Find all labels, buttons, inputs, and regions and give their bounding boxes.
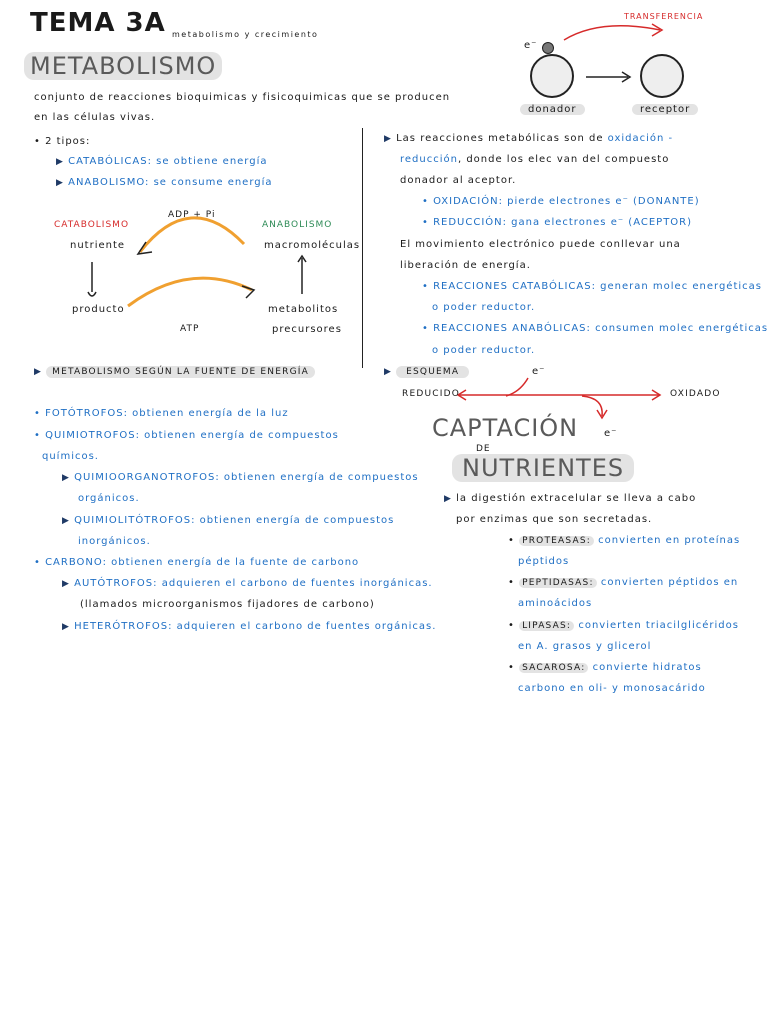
triangle-bullet-icon: ▶ <box>62 473 70 483</box>
definition-line-2: en las células vivas. <box>34 112 156 123</box>
electron-dot <box>542 42 554 54</box>
catabolismo-label: CATABOLISMO <box>54 220 130 230</box>
captacion-de: DE <box>476 444 491 454</box>
oxidacion-item: • OXIDACIÓN: pierde electrones e⁻ (DONAN… <box>422 196 700 207</box>
precursores-label: precursores <box>272 324 342 335</box>
captacion-heading: CAPTACIÓN <box>432 414 579 442</box>
sacarosa-item: • SACAROSA: convierte hidratos <box>508 662 702 673</box>
reduccion-item: • REDUCCIÓN: gana electrones e⁻ (ACEPTOR… <box>422 217 693 228</box>
triangle-bullet-icon: ▶ <box>62 622 70 632</box>
page-subtitle: metabolismo y crecimiento <box>172 30 319 39</box>
nutrientes-heading: NUTRIENTES <box>462 454 625 482</box>
reacciones-anabolicas-item: • REACCIONES ANABÓLICAS: consumen molec … <box>422 323 768 334</box>
column-divider <box>362 128 363 368</box>
fototrofos-item: • FOTÓTROFOS: obtienen energía de la luz <box>34 408 289 419</box>
page-title: TEMA 3A <box>30 8 166 38</box>
catabolicas-item: ▶ CATABÓLICAS: se obtiene energía <box>56 156 268 167</box>
quimioorganotrofos-cont: orgánicos. <box>78 493 140 504</box>
electron-out-arrow <box>581 395 603 417</box>
reducido-label: REDUCIDO <box>402 389 461 399</box>
orange-arc-bottom <box>127 276 253 308</box>
arrow-head-icon <box>136 241 153 255</box>
transferencia-label: TRANSFERENCIA <box>624 12 704 21</box>
triangle-bullet-icon: ▶ <box>56 157 64 167</box>
quimiolitotrofos-item: ▶ QUIMIOLITÓTROFOS: obtienen energía de … <box>62 515 395 526</box>
sacarosa-cont: carbono en oli- y monosacárido <box>518 683 706 694</box>
definition-line-1: conjunto de reacciones bioquimicas y fis… <box>34 92 451 103</box>
reacciones-catabolicas-cont: o poder reductor. <box>432 302 536 313</box>
receptor-circle <box>640 54 684 98</box>
right-arrow-icon <box>621 71 632 83</box>
electron-in-arrow <box>505 377 529 397</box>
donador-label: donador <box>520 104 585 115</box>
down-arrow-icon <box>87 291 97 297</box>
esquema-electron-out: e⁻ <box>604 428 618 439</box>
digestion-line-2: por enzimas que son secretadas. <box>456 514 653 525</box>
reacciones-anabolicas-cont: o poder reductor. <box>432 345 536 356</box>
triangle-bullet-icon: ▶ <box>384 134 392 144</box>
digestion-line-1: ▶ la digestión extracelular se lleva a c… <box>444 493 697 504</box>
triangle-bullet-icon: ▶ <box>62 579 70 589</box>
transfer-arrow-icon <box>651 23 664 37</box>
section-heading-metabolismo: METABOLISMO <box>24 52 223 80</box>
esquema-electron-in: e⁻ <box>532 366 546 377</box>
quimiotrofos-item: • QUIMIOTROFOS: obtienen energía de comp… <box>34 430 339 441</box>
down-arrow-icon <box>596 409 608 420</box>
movimiento-line-2: liberación de energía. <box>400 260 531 271</box>
peptidasas-cont: aminoácidos <box>518 598 593 609</box>
nutriente-label: nutriente <box>70 240 126 251</box>
redox-line-3: donador al aceptor. <box>400 175 517 186</box>
electron-label: e⁻ <box>524 40 538 51</box>
redox-line-1: ▶ Las reacciones metabólicas son de oxid… <box>384 133 674 144</box>
tipos-label: • 2 tipos: <box>34 136 91 147</box>
metabolitos-label: metabolitos <box>268 304 339 315</box>
quimiolitotrofos-cont: inorgánicos. <box>78 536 151 547</box>
arrow-head-icon <box>241 285 256 299</box>
triangle-bullet-icon: ▶ <box>34 367 42 377</box>
lipasas-item: • LIPASAS: convierten triacilglicéridos <box>508 620 739 631</box>
reacciones-catabolicas-item: • REACCIONES CATABÓLICAS: generan molec … <box>422 281 762 292</box>
proteasas-cont: péptidos <box>518 556 570 567</box>
triangle-bullet-icon: ▶ <box>384 367 392 377</box>
producto-label: producto <box>72 304 125 315</box>
esquema-heading: ▶ ESQUEMA <box>384 366 470 378</box>
orange-arc-top <box>138 216 246 253</box>
right-arrow-icon <box>651 389 662 401</box>
carbono-item: • CARBONO: obtienen energía de la fuente… <box>34 557 360 568</box>
anabolismo-label: ANABOLISMO <box>262 220 333 230</box>
quimioorganotrofos-item: ▶ QUIMIOORGANOTROFOS: obtienen energía d… <box>62 472 419 483</box>
donor-circle <box>530 54 574 98</box>
peptidasas-item: • PEPTIDASAS: convierten péptidos en <box>508 577 739 588</box>
lipasas-cont: en A. grasos y glicerol <box>518 641 652 652</box>
adp-label: ADP + Pi <box>168 210 216 220</box>
macromoleculas-label: macromoléculas <box>264 240 361 251</box>
triangle-bullet-icon: ▶ <box>444 494 452 504</box>
left-arrow-icon <box>456 389 467 401</box>
section-heading-text: METABOLISMO <box>30 52 217 80</box>
proteasas-item: • PROTEASAS: convierten en proteínas <box>508 535 741 546</box>
up-arrow-icon <box>297 254 307 263</box>
fuente-heading: ▶ METABOLISMO SEGÚN LA FUENTE DE ENERGÍA <box>34 366 315 378</box>
movimiento-line-1: El movimiento electrónico puede conlleva… <box>400 239 681 250</box>
receptor-label: receptor <box>632 104 699 115</box>
transfer-arc <box>563 25 661 41</box>
atp-label: ATP <box>180 324 200 334</box>
autotrofos-item: ▶ AUTÓTROFOS: adquieren el carbono de fu… <box>62 578 433 589</box>
triangle-bullet-icon: ▶ <box>62 516 70 526</box>
oxidado-label: OXIDADO <box>670 389 721 399</box>
redox-line-2: reducción, donde los elec van del compue… <box>400 154 670 165</box>
autotrofos-cont: (llamados microorganismos fijadores de c… <box>80 599 375 610</box>
nutrientes-heading-box: NUTRIENTES <box>452 454 635 482</box>
quimiotrofos-cont: químicos. <box>42 451 99 462</box>
anabolismo-item: ▶ ANABOLISMO: se consume energía <box>56 177 273 188</box>
triangle-bullet-icon: ▶ <box>56 178 64 188</box>
heterotrofos-item: ▶ HETERÓTROFOS: adquieren el carbono de … <box>62 621 437 632</box>
